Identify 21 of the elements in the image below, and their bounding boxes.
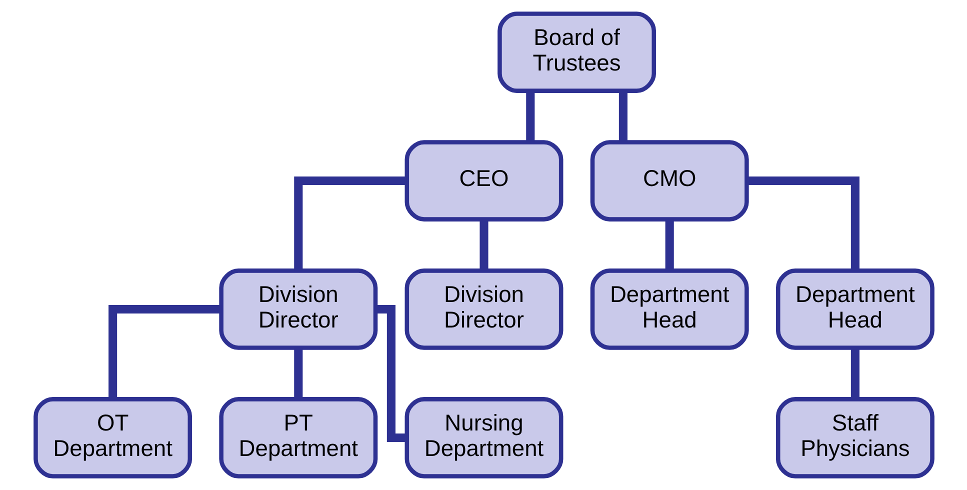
node-box: CEO <box>404 140 563 222</box>
node-box: Department Head <box>590 268 748 350</box>
node-box: Staff Physicians <box>775 397 934 478</box>
connector <box>479 219 488 270</box>
node-box: PT Department <box>218 397 378 478</box>
node-box: OT Department <box>33 397 192 478</box>
connector <box>746 176 859 271</box>
node-box: Board of Trustees <box>497 12 656 93</box>
connector <box>664 219 674 270</box>
node-box: Department Head <box>775 268 934 350</box>
connector <box>526 90 534 142</box>
connector <box>294 348 302 399</box>
node-box: Nursing Department <box>404 397 563 478</box>
node-box: Division Director <box>218 268 378 350</box>
connector <box>294 176 406 271</box>
connector <box>618 90 627 142</box>
connector <box>375 304 406 442</box>
connector <box>850 348 859 399</box>
node-box: CMO <box>590 140 748 222</box>
connector <box>108 304 221 400</box>
node-box: Division Director <box>404 268 563 350</box>
